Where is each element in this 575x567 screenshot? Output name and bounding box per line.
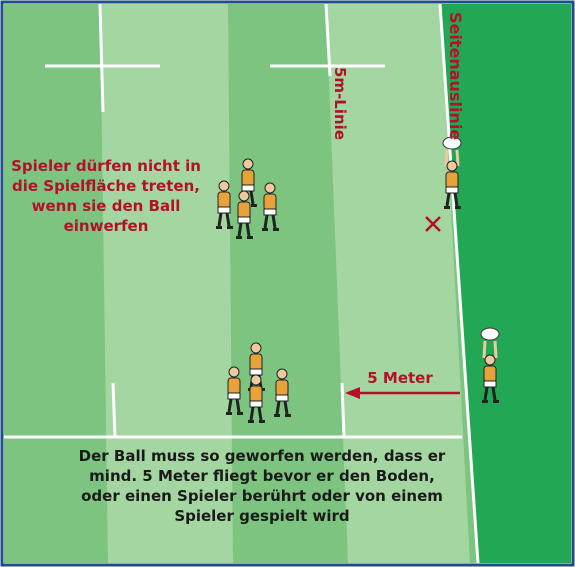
distance-label: 5 Meter <box>358 369 442 387</box>
rugby-ball <box>481 328 499 340</box>
rule-note-throw: Der Ball muss so geworfen werden, dass e… <box>68 446 456 526</box>
five-meter-line-label: 5m-Linie <box>331 67 349 140</box>
sideline-label: Seitenauslinie <box>446 12 465 140</box>
five-meter-line <box>342 383 344 437</box>
fifteen-meter-line <box>113 383 115 437</box>
rule-note-feet: Spieler dürfen nicht in die Spielfläche … <box>8 156 204 236</box>
